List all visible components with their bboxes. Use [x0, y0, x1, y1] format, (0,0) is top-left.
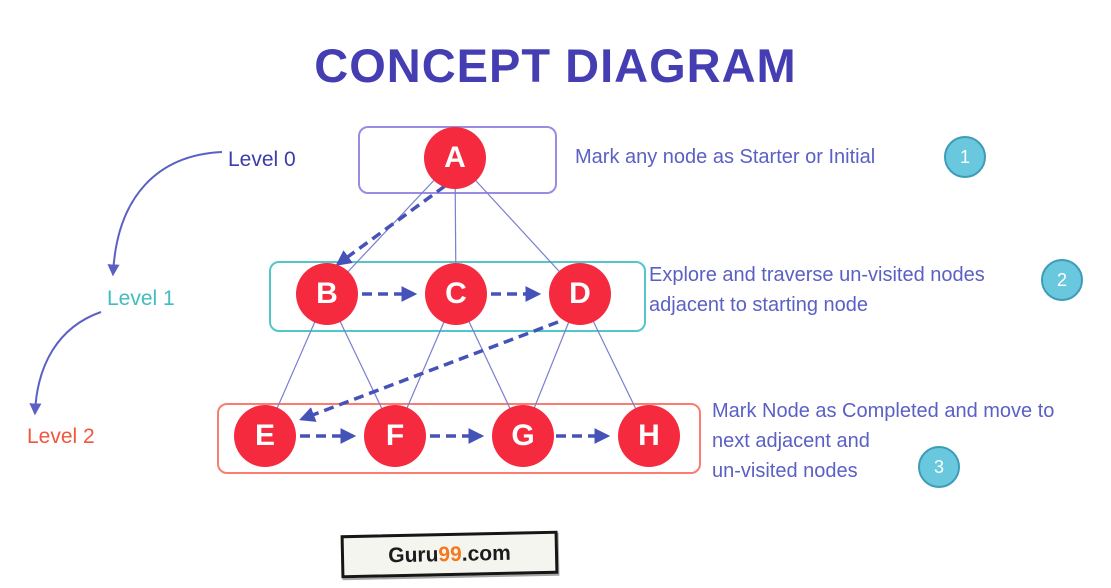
graph-node-c: C — [425, 263, 487, 325]
diagram-title: CONCEPT DIAGRAM — [314, 39, 797, 92]
step-3-badge: 3 — [918, 446, 960, 488]
graph-node-b: B — [296, 263, 358, 325]
annotation-step-2-line1: Explore and traverse un-visited nodes — [649, 264, 985, 286]
level-1-label: Level 1 — [107, 287, 175, 310]
graph-node-e: E — [234, 405, 296, 467]
traversal-arrows — [299, 184, 611, 444]
annotation-step-1: Mark any node as Starter or Initial — [575, 142, 875, 172]
annotation-step-3-line3: un-visited nodes — [712, 460, 858, 482]
graph-node-d: D — [549, 263, 611, 325]
graph-node-g: G — [492, 405, 554, 467]
graph-node-f: F — [364, 405, 426, 467]
logo-text-guru: Guru — [387, 542, 439, 567]
step-1-badge: 1 — [944, 136, 986, 178]
logo-text-com: .com — [461, 541, 511, 566]
annotation-step-3-line1: Mark Node as Completed and move to — [712, 400, 1055, 422]
level-2-label: Level 2 — [27, 425, 95, 448]
level-1-box — [269, 261, 646, 332]
level-2-box — [217, 403, 701, 474]
step-2-badge: 2 — [1041, 259, 1083, 301]
annotation-step-3: Mark Node as Completed and move to next … — [712, 396, 1054, 486]
annotation-step-2-line2: adjacent to starting node — [649, 294, 869, 316]
graph-node-a: A — [424, 127, 486, 189]
annotation-step-3-line2: next adjacent and — [712, 430, 870, 452]
graph-node-h: H — [618, 405, 680, 467]
level-pointer-arrows — [29, 151, 223, 416]
logo-text-99: 99 — [438, 542, 462, 566]
level-0-label: Level 0 — [228, 148, 296, 171]
annotation-step-2: Explore and traverse un-visited nodes ad… — [649, 260, 985, 320]
annotation-step-1-text: Mark any node as Starter or Initial — [575, 146, 876, 168]
